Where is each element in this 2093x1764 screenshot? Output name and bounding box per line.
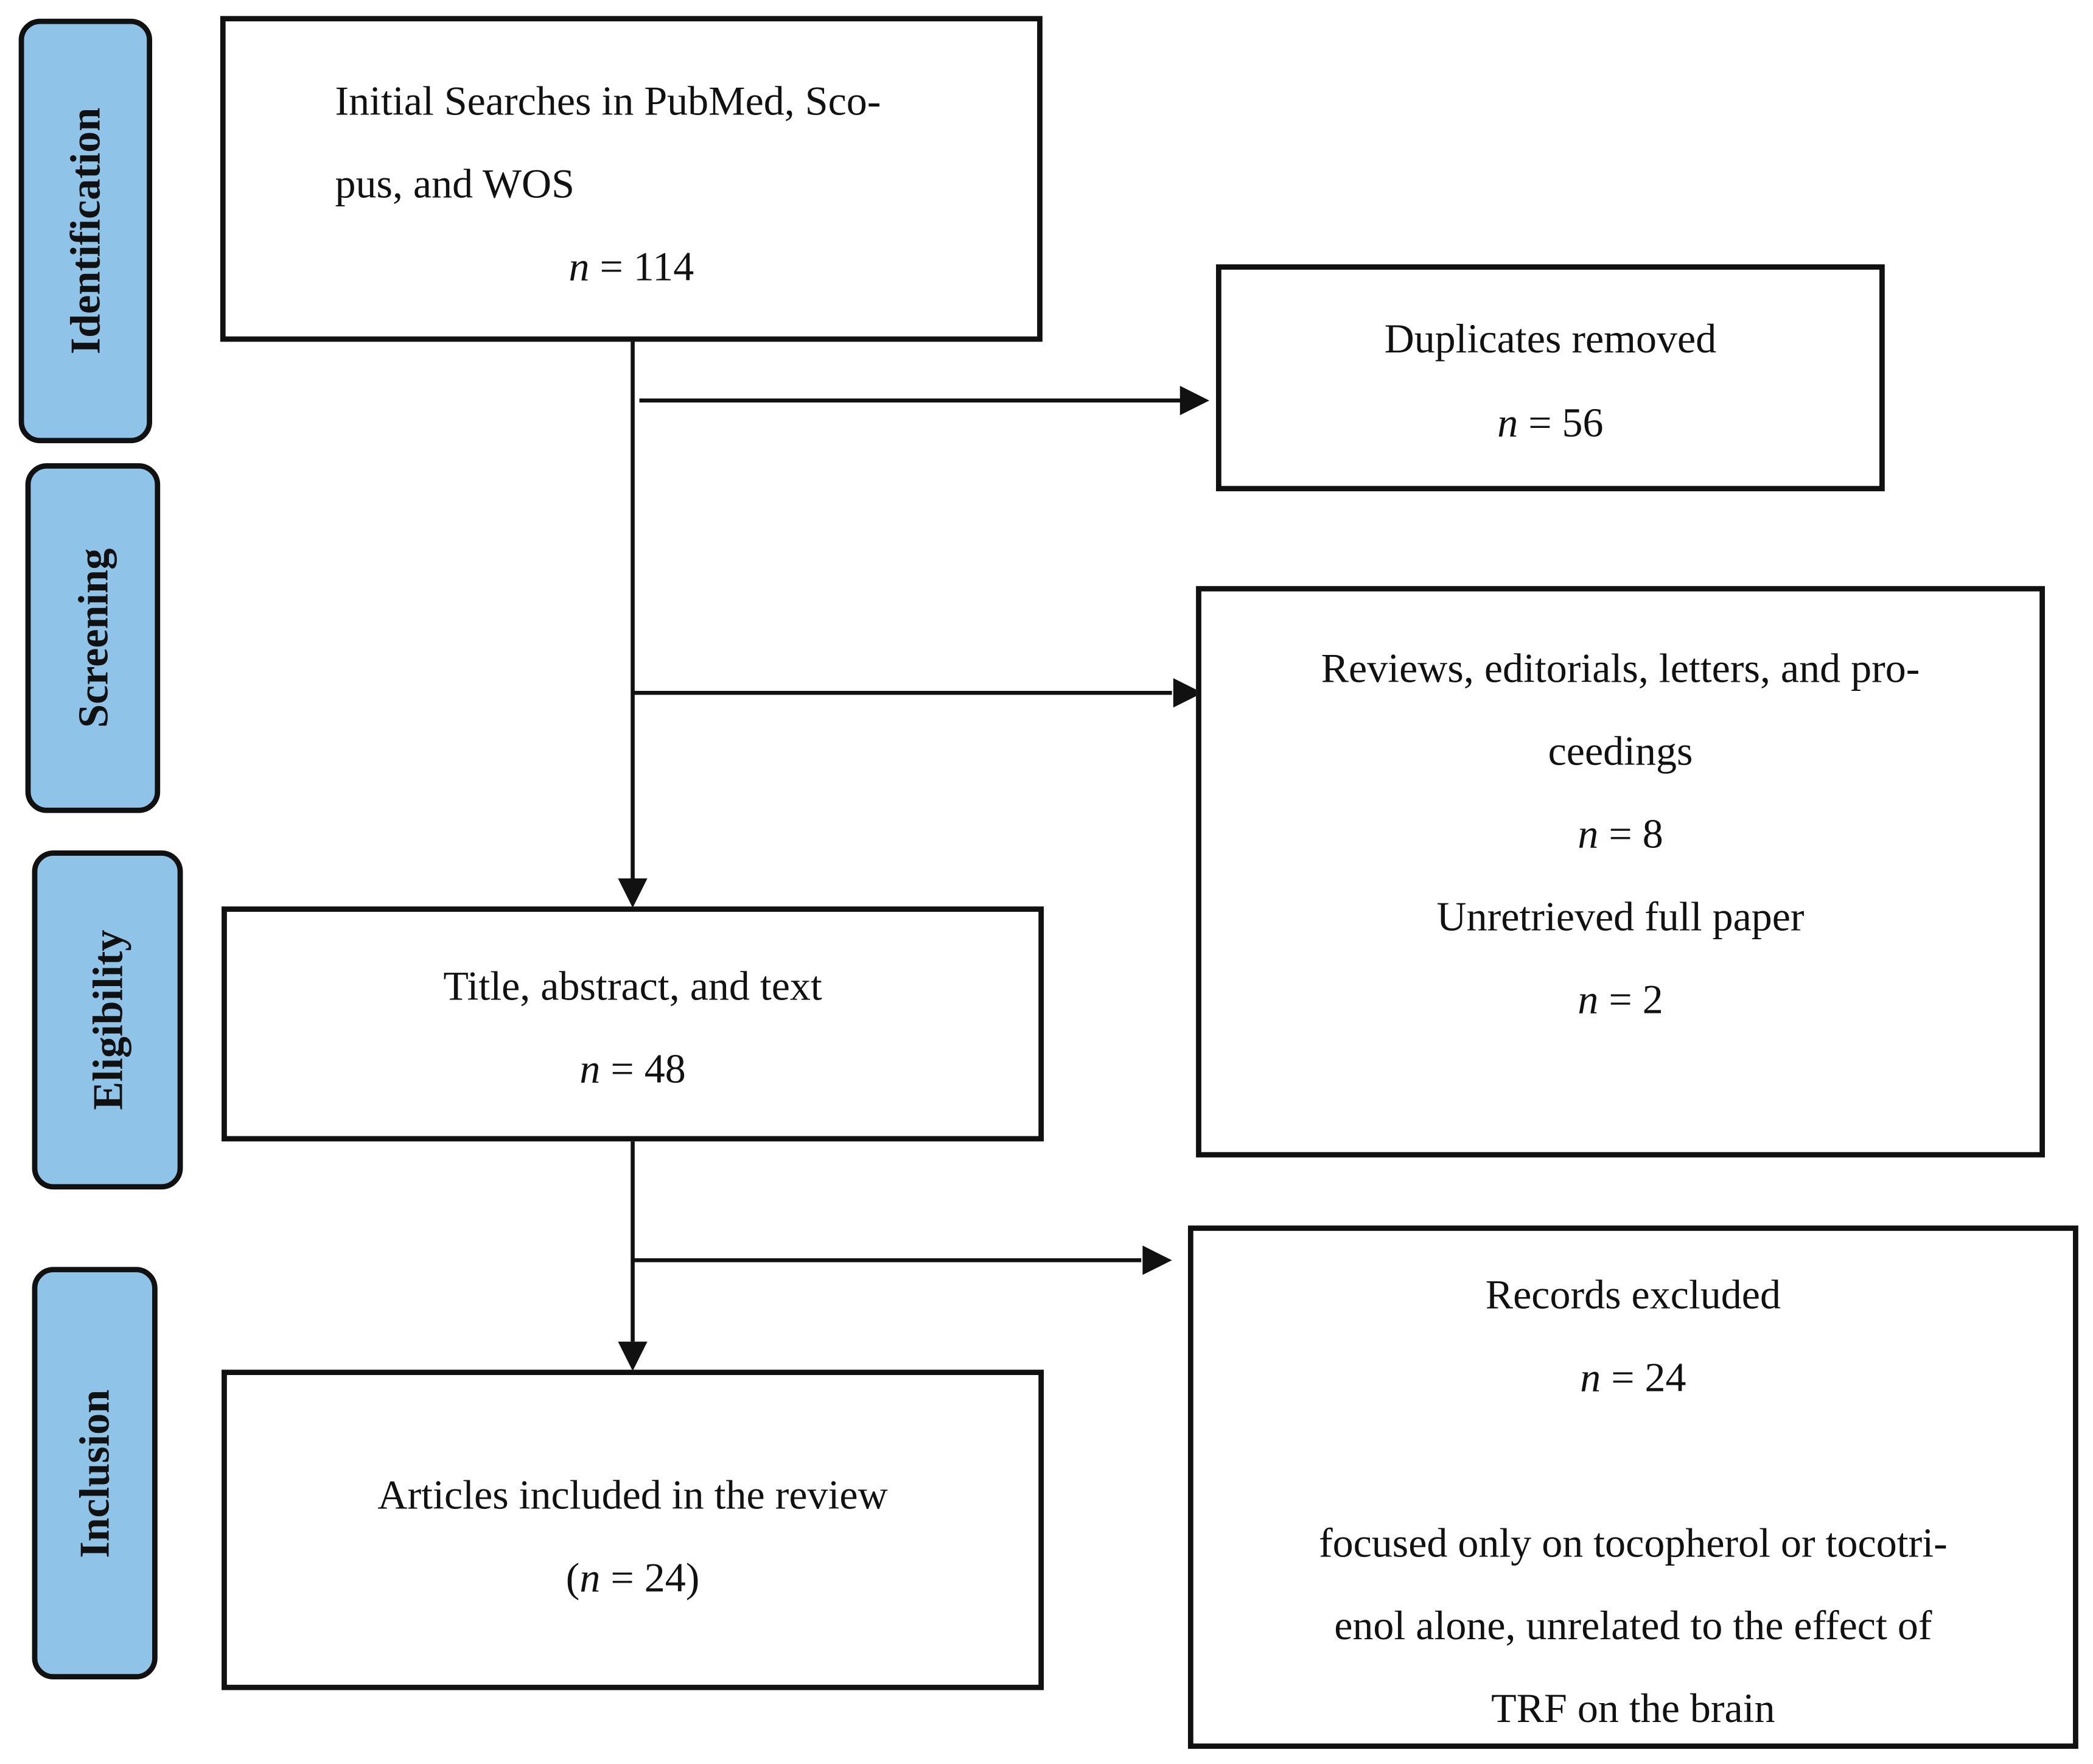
exclusion-reason-line-1: focused only on tocopherol or tocotri- <box>1318 1519 1948 1566</box>
reviews-line-1: Reviews, editorials, letters, and pro- <box>1321 645 1920 692</box>
duplicates-box: Duplicates removed n = 56 <box>1216 264 1885 492</box>
n-symbol: n <box>568 243 590 290</box>
included-open-paren: ( <box>565 1553 580 1601</box>
phase-identification: Identification <box>18 18 153 444</box>
phase-eligibility: Eligibility <box>32 850 183 1190</box>
title-abstract-label: Title, abstract, and text <box>443 962 822 1010</box>
exclusion-reason-line-2: enol alone, unrelated to the effect of <box>1334 1601 1932 1649</box>
records-excluded-box: Records excluded n = 24 focused only on … <box>1187 1225 2078 1749</box>
records-excluded-count: n = 24 <box>1193 1351 2073 1405</box>
phase-identification-label: Identification <box>60 107 109 355</box>
duplicates-count: n = 56 <box>1221 396 1879 450</box>
initial-search-count-value: = 114 <box>589 243 694 290</box>
phase-inclusion-label: Inclusion <box>70 1388 119 1558</box>
duplicates-count-value: = 56 <box>1518 399 1604 446</box>
arrowhead-reviews <box>1173 678 1203 708</box>
initial-search-box: Initial Searches in PubMed, Sco- pus, an… <box>220 16 1043 342</box>
unretrieved-count: n = 2 <box>1201 973 2039 1027</box>
unretrieved-label: Unretrieved full paper <box>1436 893 1805 940</box>
title-abstract-count-value: = 48 <box>600 1045 686 1093</box>
exclusion-reason-line-3: TRF on the brain <box>1491 1684 1775 1732</box>
phase-inclusion: Inclusion <box>32 1267 158 1680</box>
n-symbol: n <box>1497 399 1518 446</box>
arrowhead-title-abstract <box>618 878 648 908</box>
phase-screening: Screening <box>25 463 161 813</box>
records-excluded-count-value: = 24 <box>1601 1353 1686 1401</box>
included-count-value: = 24) <box>600 1553 700 1601</box>
arrowhead-duplicates <box>1179 385 1210 416</box>
title-abstract-box: Title, abstract, and text n = 48 <box>222 906 1044 1142</box>
initial-search-count: n = 114 <box>226 240 1037 294</box>
n-symbol: n <box>1578 976 1599 1023</box>
unretrieved-count-value: = 2 <box>1598 976 1663 1023</box>
reviews-count-value: = 8 <box>1598 810 1663 858</box>
reviews-box: Reviews, editorials, letters, and pro- c… <box>1196 586 2045 1158</box>
n-symbol: n <box>1580 1353 1601 1401</box>
n-symbol: n <box>1578 810 1599 858</box>
arrowhead-included <box>618 1342 648 1371</box>
included-count: (n = 24) <box>227 1551 1038 1605</box>
arrowhead-excluded <box>1142 1245 1172 1275</box>
n-symbol: n <box>579 1553 601 1601</box>
phase-screening-label: Screening <box>68 548 116 728</box>
duplicates-label: Duplicates removed <box>1384 315 1717 362</box>
reviews-count: n = 8 <box>1201 808 2039 861</box>
initial-search-line-2: pus, and WOS <box>335 160 575 207</box>
phase-eligibility-label: Eligibility <box>82 929 131 1110</box>
n-symbol: n <box>579 1045 601 1093</box>
included-label: Articles included in the review <box>377 1471 888 1518</box>
included-box: Articles included in the review (n = 24) <box>222 1370 1044 1690</box>
reviews-line-2: ceedings <box>1548 727 1693 775</box>
initial-search-line-1: Initial Searches in PubMed, Sco- <box>335 77 881 124</box>
records-excluded-label: Records excluded <box>1485 1270 1781 1318</box>
title-abstract-count: n = 48 <box>227 1043 1038 1096</box>
